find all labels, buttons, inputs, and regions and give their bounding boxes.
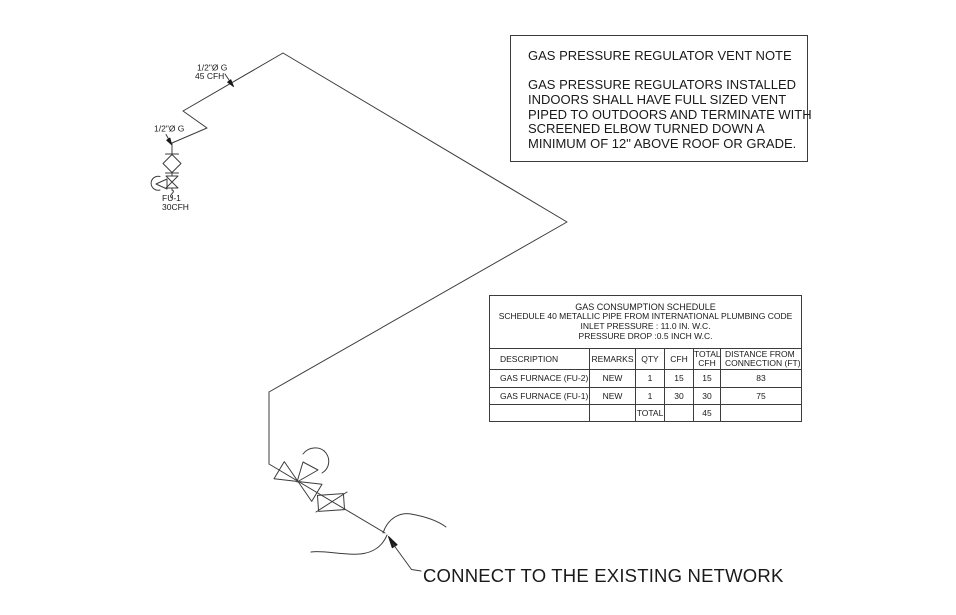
vent-note-title: GAS PRESSURE REGULATOR VENT NOTE: [528, 48, 792, 63]
vent-note-line: INDOORS SHALL HAVE FULL SIZED VENT: [528, 91, 787, 107]
leader-arrowhead-icon: [227, 79, 234, 87]
regulator-diamond-icon: [162, 154, 182, 173]
col-header-cfh: CFH: [664, 348, 694, 370]
cell-qty: 1: [635, 369, 665, 388]
cell-total-label: TOTAL: [635, 404, 665, 422]
shutoff-valve-top-triangle-icon: [165, 175, 179, 183]
branch-pipe-size-callout: 1/2"Ø G: [154, 124, 184, 145]
col-header-qty: QTY: [635, 348, 665, 370]
table-row: GAS FURNACE (FU-2) NEW 1 15 15 83: [489, 369, 803, 388]
service-gas-cock-arc-icon: [302, 447, 330, 474]
table-row: GAS FURNACE (FU-1) NEW 1 30 30 75: [489, 387, 803, 405]
vent-note-line: SCREENED ELBOW TURNED DOWN A: [528, 121, 765, 137]
schedule-title: GAS CONSUMPTION SCHEDULE: [575, 301, 716, 312]
connect-to-existing-network-label: CONNECT TO THE EXISTING NETWORK: [423, 565, 784, 586]
col-header-remarks: REMARKS: [589, 348, 636, 370]
flex-connector-icon: [170, 189, 174, 199]
service-entry-assembly: [273, 447, 348, 513]
col-header-description: DESCRIPTION: [489, 348, 590, 370]
vent-note-line: PIPED TO OUTDOORS AND TERMINATE WITH: [528, 106, 812, 122]
cell-distance: 75: [719, 387, 803, 405]
vent-note-box: GAS PRESSURE REGULATOR VENT NOTE GAS PRE…: [510, 35, 812, 162]
break-curve-upper: [382, 513, 447, 534]
cell-remarks: NEW: [589, 387, 636, 405]
table-total-row: TOTAL 45: [489, 404, 803, 422]
cell-distance: [719, 404, 803, 422]
fu1-tag-label: FU-1: [162, 193, 181, 203]
gas-cock-arc-icon: [150, 175, 161, 191]
break-curve-lower: [310, 534, 388, 555]
branch-pipe-size-label: 1/2"Ø G: [154, 124, 184, 134]
main-gas-pipe-run: [171, 52, 568, 534]
schedule-pressure-drop: PRESSURE DROP :0.5 INCH W.C.: [578, 330, 713, 341]
service-shutoff-valve-icon: [273, 461, 323, 502]
main-pipe-size-label: 1/2"Ø G: [197, 63, 227, 73]
cell-cfh: 15: [664, 369, 694, 388]
schedule-column-header-row: DESCRIPTION REMARKS QTY CFH TOTAL CFH DI…: [489, 348, 803, 370]
cell-description: [489, 404, 590, 422]
cell-total-cfh: 30: [693, 387, 721, 405]
cell-cfh: 30: [664, 387, 694, 405]
gas-cock-triangle-icon: [155, 178, 168, 190]
main-pipe-size-callout: 1/2"Ø G 45 CFH: [195, 63, 234, 87]
leader-arrowhead-icon: [166, 137, 172, 145]
main-pipe-flow-label: 45 CFH: [195, 71, 224, 81]
cell-total-cfh: 45: [693, 404, 721, 422]
cell-description: GAS FURNACE (FU-2): [489, 369, 590, 388]
schedule-subtitle: SCHEDULE 40 METALLIC PIPE FROM INTERNATI…: [498, 311, 793, 322]
col-header-distance: DISTANCE FROM CONNECTION (FT): [719, 348, 803, 370]
connect-arrowhead-icon: [388, 536, 398, 549]
fu1-branch-assembly: FU-1 30CFH: [150, 142, 189, 212]
connect-leader-line: [392, 543, 422, 572]
cell-distance: 83: [719, 369, 803, 388]
gas-meter-slash: [315, 491, 348, 513]
cell-qty: 1: [635, 387, 665, 405]
fu1-flow-label: 30CFH: [162, 202, 189, 212]
vent-note-line: GAS PRESSURE REGULATORS INSTALLED: [528, 77, 797, 92]
schedule-header-block: GAS CONSUMPTION SCHEDULE SCHEDULE 40 MET…: [488, 295, 803, 349]
cell-remarks: NEW: [589, 369, 636, 388]
gas-meter-icon: [316, 493, 346, 512]
pipe-break-symbol: [310, 513, 447, 555]
connect-callout-leader: [388, 536, 422, 572]
service-gas-cock-triangle-icon: [296, 461, 319, 483]
cell-remarks: [589, 404, 636, 422]
cell-cfh: [664, 404, 694, 422]
col-header-total-cfh: TOTAL CFH: [693, 348, 721, 370]
shutoff-valve-bottom-triangle-icon: [165, 181, 179, 189]
schedule-inlet-pressure: INLET PRESSURE : 11.0 IN. W.C.: [580, 321, 711, 331]
cell-total-cfh: 15: [693, 369, 721, 388]
gas-consumption-schedule-table: GAS CONSUMPTION SCHEDULE SCHEDULE 40 MET…: [488, 295, 803, 422]
cell-description: GAS FURNACE (FU-1): [489, 387, 590, 405]
vent-note-line: MINIMUM OF 12" ABOVE ROOF OR GRADE.: [528, 136, 797, 152]
